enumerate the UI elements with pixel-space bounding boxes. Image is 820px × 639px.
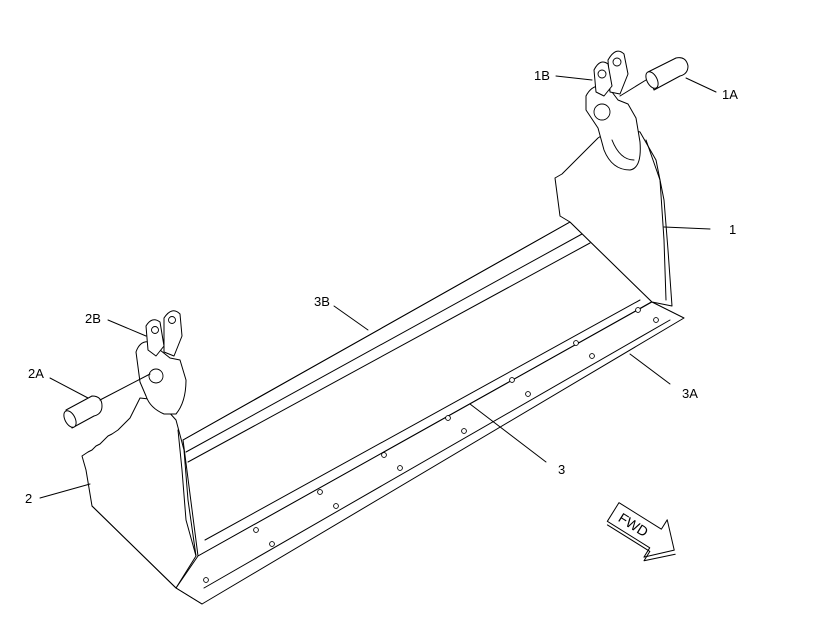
bolt-hole [203, 577, 209, 583]
bolt-hole [635, 307, 641, 313]
left-hinge-bracket [135, 310, 187, 415]
right-bracket-ear-inner [593, 61, 613, 97]
leader-3A [629, 353, 671, 385]
fwd-arrow-shadow [606, 524, 676, 562]
right-pin-end [645, 71, 659, 89]
bolt-hole [397, 465, 403, 471]
bucket-assembly [63, 50, 689, 605]
right-bracket-pin-bore [593, 103, 611, 121]
bolt-holes [203, 307, 659, 583]
left-pin-end [63, 410, 77, 428]
bolt-hole [573, 340, 579, 346]
callout-1B: 1B [534, 68, 550, 83]
callout-2: 2 [25, 491, 32, 506]
callout-1: 1 [729, 222, 736, 237]
leader-1B [555, 75, 593, 81]
bolt-hole [445, 415, 451, 421]
fwd-arrow-shape [606, 502, 675, 558]
bolt-hole [381, 452, 387, 458]
right-bracket-ear-hole [597, 69, 607, 79]
bolt-hole [317, 489, 323, 495]
callout-2B: 2B [85, 311, 101, 326]
right-pin [619, 57, 689, 97]
leader-3B [333, 305, 369, 331]
callout-3B: 3B [314, 294, 330, 309]
left-bracket-pin-bore [148, 368, 164, 384]
right-bracket-slot [611, 139, 635, 161]
right-hinge-bracket [585, 50, 641, 171]
leader-2A [49, 377, 89, 399]
bolt-hole [461, 428, 467, 434]
callout-3: 3 [558, 462, 565, 477]
left-bracket-ear-hole [151, 326, 159, 334]
leader-2 [39, 483, 91, 499]
top-rail-edge-upper [182, 221, 571, 441]
leader-1A [685, 77, 717, 93]
bolt-hole [653, 317, 659, 323]
bolt-hole [589, 353, 595, 359]
left-side-plate [81, 397, 197, 589]
right-pin-axis [619, 79, 647, 97]
bolt-hole [269, 541, 275, 547]
cutting-edge-plate-inner-line [203, 319, 671, 589]
left-bracket-ear-inner [145, 319, 165, 357]
left-side-plate-inner-edge [177, 429, 197, 557]
bolt-hole [253, 527, 259, 533]
callout-2A: 2A [28, 366, 44, 381]
callout-3A: 3A [682, 386, 698, 401]
callout-1A: 1A [722, 87, 738, 102]
right-side-plate-inner-edge [645, 139, 667, 301]
floor-crease-line [204, 299, 641, 541]
right-bracket-ear-hole [612, 57, 622, 67]
left-side-plate-bottom-edge [91, 505, 203, 605]
fwd-direction-arrow: FWD [606, 502, 676, 562]
bolt-hole [525, 391, 531, 397]
left-bracket-ear-hole [168, 316, 176, 324]
left-bracket-ear-outer [163, 310, 183, 357]
callout-labels: 1 1A 1B 2 2A 2B 3 3A 3B [25, 68, 738, 506]
leader-3 [469, 403, 547, 463]
leader-1 [663, 226, 711, 230]
bucket-back-wall [182, 221, 653, 557]
left-pin-axis [99, 373, 151, 401]
top-rail-edge-inner [187, 242, 591, 463]
leader-2B [107, 319, 147, 337]
left-pin [63, 373, 151, 429]
leader-lines [39, 75, 717, 499]
bolt-hole [333, 503, 339, 509]
top-rail-edge-lower [185, 233, 583, 453]
bolt-hole [509, 377, 515, 383]
